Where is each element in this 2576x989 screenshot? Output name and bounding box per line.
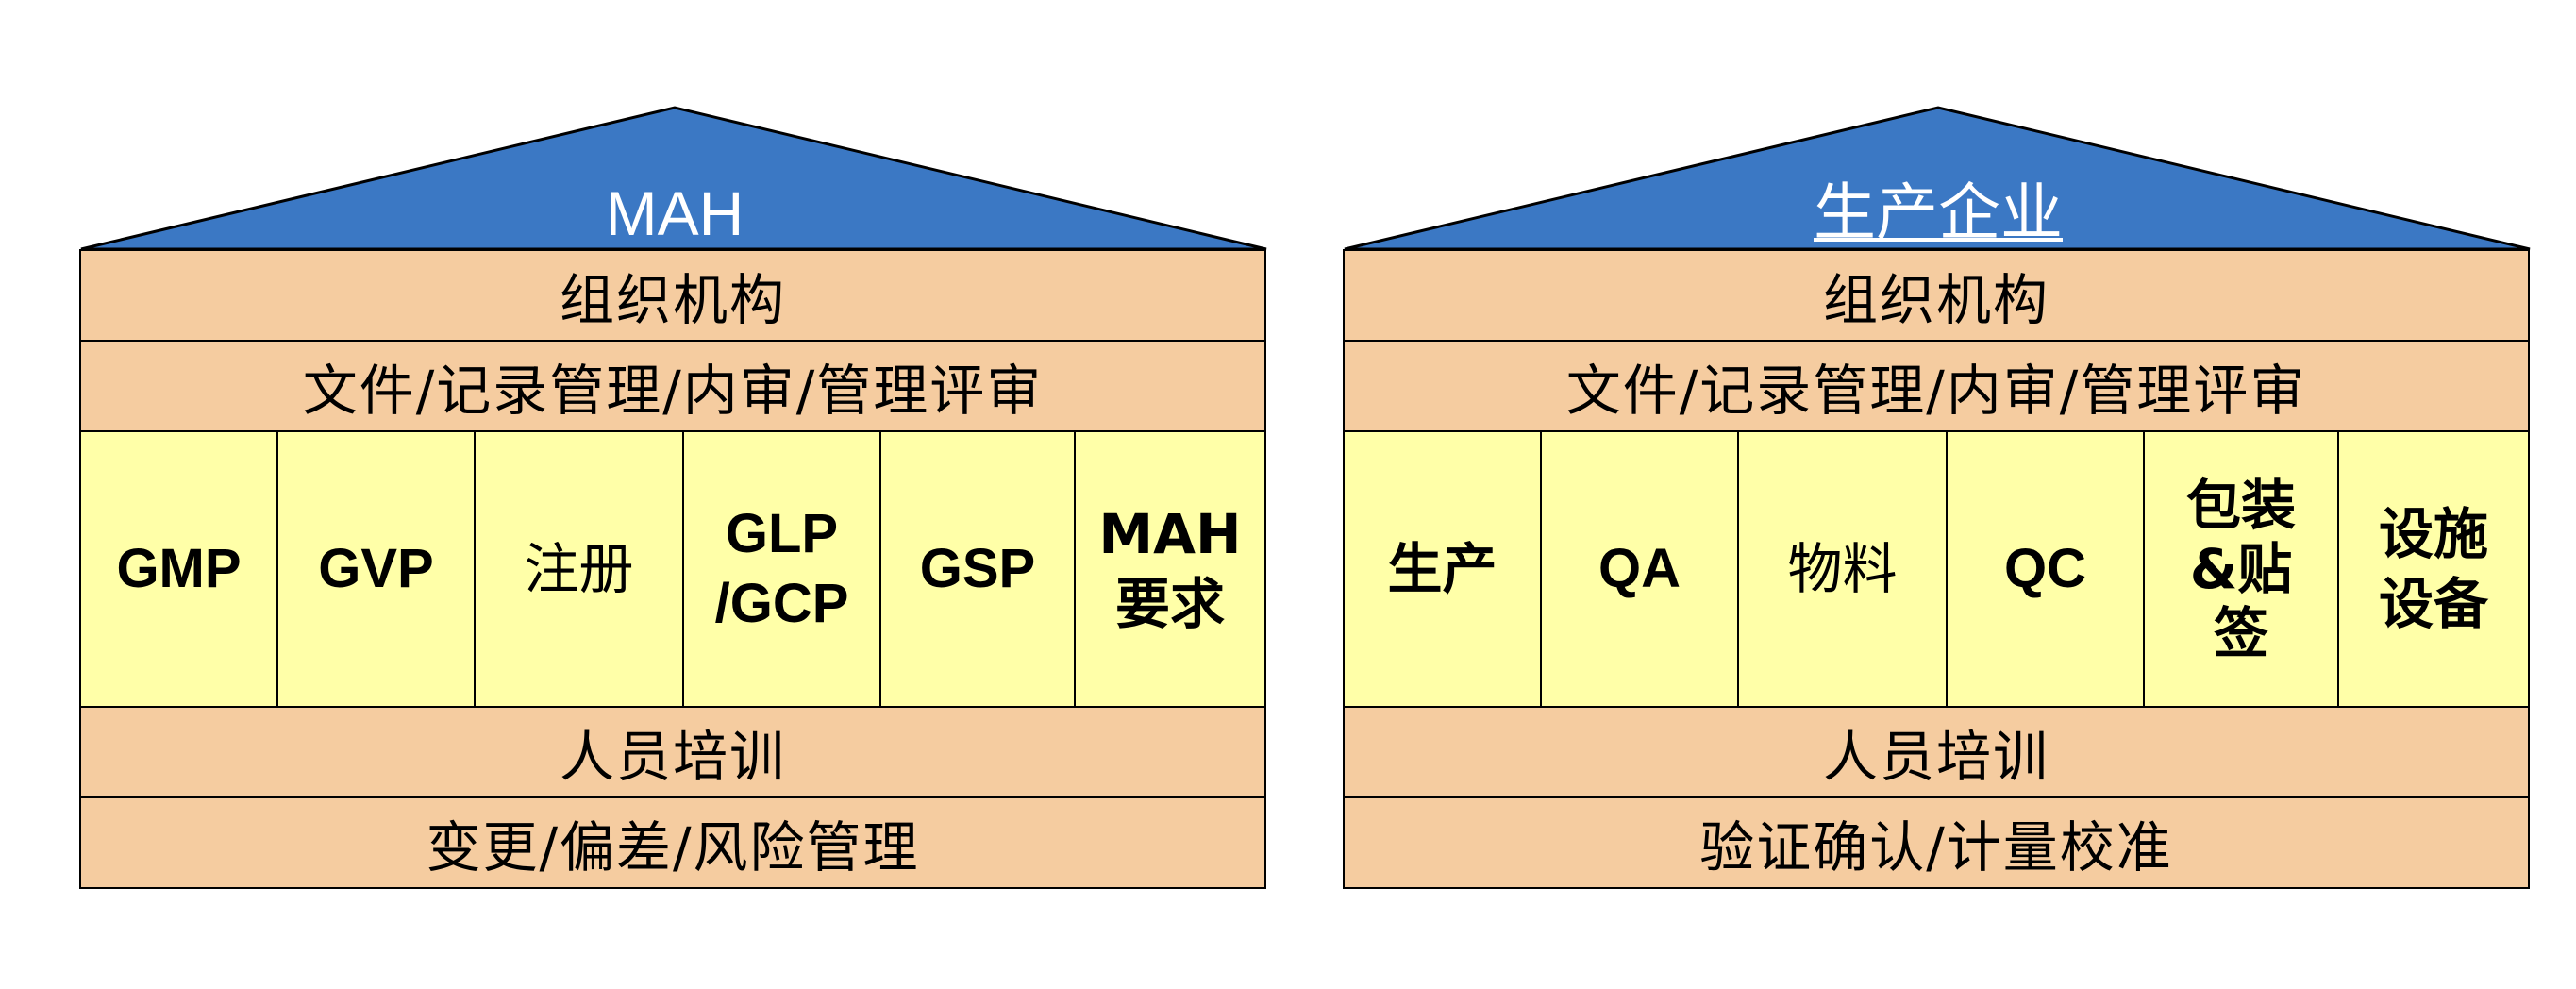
manufacturer-pillar-qc: QC — [1948, 432, 2145, 706]
mah-pillars: GMP GVP 注册 GLP /GCP GSP MAH 要求 — [79, 430, 1266, 708]
manufacturer-row-training: 人员培训 — [1343, 706, 2530, 798]
mah-row-documents: 文件/记录管理/内审/管理评审 — [79, 340, 1266, 432]
mah-pillar-mah-requirements: MAH 要求 — [1098, 502, 1242, 636]
mah-pillar-gmp: GMP — [81, 432, 278, 706]
mah-row-training: 人员培训 — [79, 706, 1266, 798]
mah-roof-title: MAH — [605, 178, 744, 248]
manufacturer-pillar-packaging-labeling: 包装 &贴 签 — [2145, 432, 2339, 706]
manufacturer-pillar-production: 生产 — [1345, 432, 1542, 706]
manufacturer-pillar-qa: QA — [1542, 432, 1739, 706]
mah-pillar-gvp: GVP — [278, 432, 476, 706]
manufacturer-row-documents: 文件/记录管理/内审/管理评审 — [1343, 340, 2530, 432]
mah-roof: MAH — [79, 106, 1270, 251]
manufacturer-house: 生产企业 组织机构 文件/记录管理/内审/管理评审 生产 QA 物料 QC 包装… — [1343, 106, 2534, 891]
mah-row-organization: 组织机构 — [79, 249, 1266, 342]
mah-pillar-gsp: GSP — [881, 432, 1076, 706]
mah-row-change-management: 变更/偏差/风险管理 — [79, 796, 1266, 889]
mah-pillar-glp-gcp: GLP /GCP — [684, 432, 881, 706]
mah-pillar-registration: 注册 — [476, 432, 684, 706]
manufacturer-house-body: 组织机构 文件/记录管理/内审/管理评审 生产 QA 物料 QC 包装 &贴 签… — [1343, 249, 2534, 891]
mah-house: MAH 组织机构 文件/记录管理/内审/管理评审 GMP GVP 注册 GLP … — [79, 106, 1270, 891]
manufacturer-pillar-facilities-equipment: 设施 设备 — [2378, 502, 2488, 636]
manufacturer-roof-title: 生产企业 — [1814, 176, 2063, 249]
manufacturer-pillar-materials: 物料 — [1739, 432, 1948, 706]
manufacturer-row-organization: 组织机构 — [1343, 249, 2530, 342]
manufacturer-pillars: 生产 QA 物料 QC 包装 &贴 签 设施 设备 — [1343, 430, 2530, 708]
manufacturer-roof: 生产企业 — [1343, 106, 2534, 251]
manufacturer-row-validation: 验证确认/计量校准 — [1343, 796, 2530, 889]
mah-house-body: 组织机构 文件/记录管理/内审/管理评审 GMP GVP 注册 GLP /GCP… — [79, 249, 1270, 891]
